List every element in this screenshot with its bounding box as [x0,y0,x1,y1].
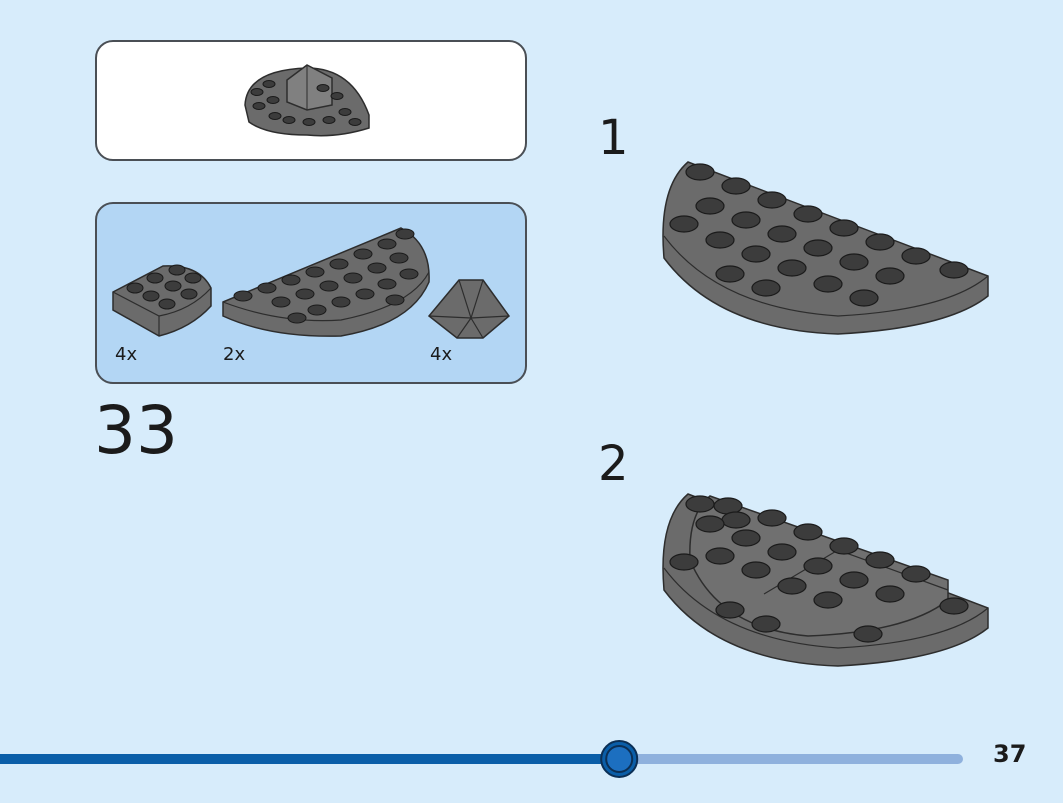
part-quantity-corner-slope: 4x [430,344,453,365]
substep-label-1: 1 [598,110,629,166]
progress-fill [0,754,620,764]
round-corner-plate-icon [112,264,212,337]
page-number: 37 [993,740,1027,768]
part-quantity-round-corner-plate: 4x [115,344,138,365]
substep-1-plate-icon [662,161,989,335]
corner-slope-icon [427,279,511,339]
progress-bar [0,740,963,778]
progress-knob-inner [605,745,634,773]
substep-label-2: 2 [598,436,629,492]
half-round-plate-icon [222,227,430,337]
parts-list-panel: 4x 2x 4x [95,202,527,384]
substep-2-plate-icon [662,493,989,667]
assembly-preview-icon [244,64,370,137]
part-quantity-half-round-plate: 2x [223,344,246,365]
step-number: 33 [94,392,178,469]
assembly-preview-panel [95,40,527,161]
